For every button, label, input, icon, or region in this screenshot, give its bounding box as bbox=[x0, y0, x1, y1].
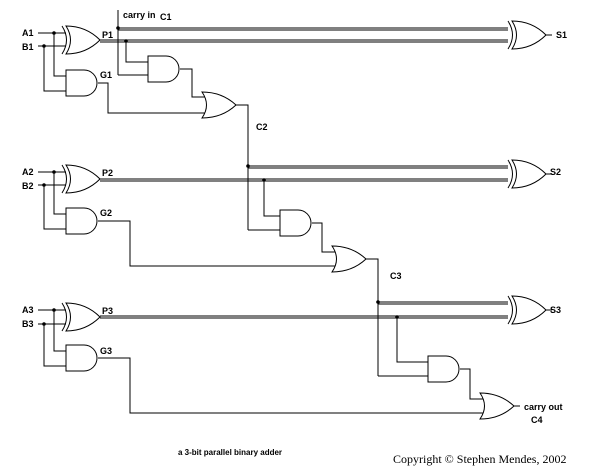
wire-p2-and bbox=[263, 180, 280, 217]
wire-a3-and bbox=[53, 310, 66, 352]
label-g3: G3 bbox=[100, 346, 112, 356]
label-b3: B3 bbox=[22, 319, 34, 329]
label-c1: C1 bbox=[160, 12, 172, 22]
label-s2: S2 bbox=[550, 167, 561, 177]
and-gate-g3 bbox=[65, 344, 98, 372]
label-carry-in: carry in bbox=[123, 10, 156, 20]
label-a3: A3 bbox=[22, 305, 34, 315]
xor-gate-p3 bbox=[61, 302, 101, 332]
label-b2: B2 bbox=[22, 181, 34, 191]
label-p3: P3 bbox=[102, 306, 113, 316]
wire-and-or3 bbox=[460, 368, 483, 400]
or-gate-c3 bbox=[331, 245, 367, 273]
wire-and-or1 bbox=[180, 68, 205, 98]
wire-b3-and bbox=[43, 324, 66, 367]
wire-p3-and bbox=[396, 317, 428, 363]
xor-gate-p1 bbox=[61, 25, 101, 55]
or-gate-c2 bbox=[201, 91, 237, 119]
or-gate-c4 bbox=[479, 392, 515, 420]
label-carry-out: carry out bbox=[524, 402, 563, 412]
wire-b2-and bbox=[43, 185, 66, 230]
and-gate-c2p2 bbox=[279, 209, 312, 237]
label-s3: S3 bbox=[550, 305, 561, 315]
wire-b1-and bbox=[43, 46, 66, 92]
wire-g2-or2 bbox=[98, 220, 335, 267]
xor-gate-p2 bbox=[61, 164, 101, 194]
label-a2: A2 bbox=[22, 167, 34, 177]
wire-c2 bbox=[236, 104, 249, 230]
label-c3: C3 bbox=[390, 271, 402, 281]
label-p1: P1 bbox=[102, 30, 113, 40]
wire-a1-and bbox=[53, 33, 66, 77]
label-p2: P2 bbox=[102, 168, 113, 178]
wire-g3-or3 bbox=[98, 357, 483, 414]
label-c4: C4 bbox=[531, 415, 543, 425]
and-gate-c3p3 bbox=[427, 355, 460, 383]
stage-1 bbox=[38, 10, 552, 119]
wire-c3 bbox=[366, 258, 379, 376]
label-b1: B1 bbox=[22, 42, 34, 52]
wire-and-or2 bbox=[312, 222, 335, 253]
caption: a 3-bit parallel binary adder bbox=[178, 448, 282, 457]
xor-gate-s3 bbox=[507, 295, 547, 325]
label-a1: A1 bbox=[22, 28, 34, 38]
stage-3 bbox=[38, 295, 552, 420]
wire-a2-and bbox=[53, 172, 66, 215]
and-gate-g1 bbox=[65, 69, 98, 97]
stage-2 bbox=[38, 159, 552, 273]
xor-gate-s1 bbox=[507, 20, 547, 50]
label-s1: S1 bbox=[556, 30, 567, 40]
label-c2: C2 bbox=[256, 122, 268, 132]
wire-g1-or1 bbox=[98, 82, 205, 114]
label-g2: G2 bbox=[100, 208, 112, 218]
copyright: Copyright © Stephen Mendes, 2002 bbox=[393, 452, 566, 466]
label-g1: G1 bbox=[100, 70, 112, 80]
xor-gate-s2 bbox=[507, 159, 547, 189]
wire-p1-and bbox=[125, 41, 148, 63]
and-gate-c1p1 bbox=[147, 55, 180, 83]
and-gate-g2 bbox=[65, 207, 98, 235]
